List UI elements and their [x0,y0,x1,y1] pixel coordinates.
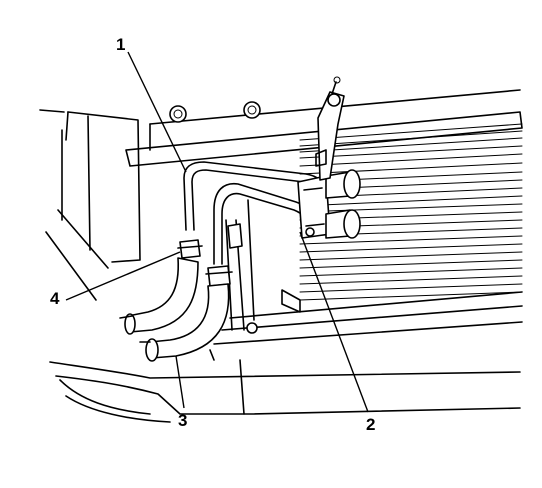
radiator-hoses [119,257,230,362]
callout-3: 3 [178,411,187,430]
mounting-bracket [315,76,345,181]
callout-4: 4 [50,289,60,308]
leader-line-4 [65,251,181,301]
cooler-line-fitting-block [297,175,331,239]
radiator-ports [325,169,361,239]
leader-lines [65,51,369,413]
radiator-core [39,89,523,423]
leader-line-1 [127,51,187,173]
leader-line-3a [175,355,185,409]
leader-line-2 [299,231,369,413]
callout-2: 2 [366,415,375,434]
quick-connect-fittings [177,223,243,287]
callout-1: 1 [116,35,125,54]
